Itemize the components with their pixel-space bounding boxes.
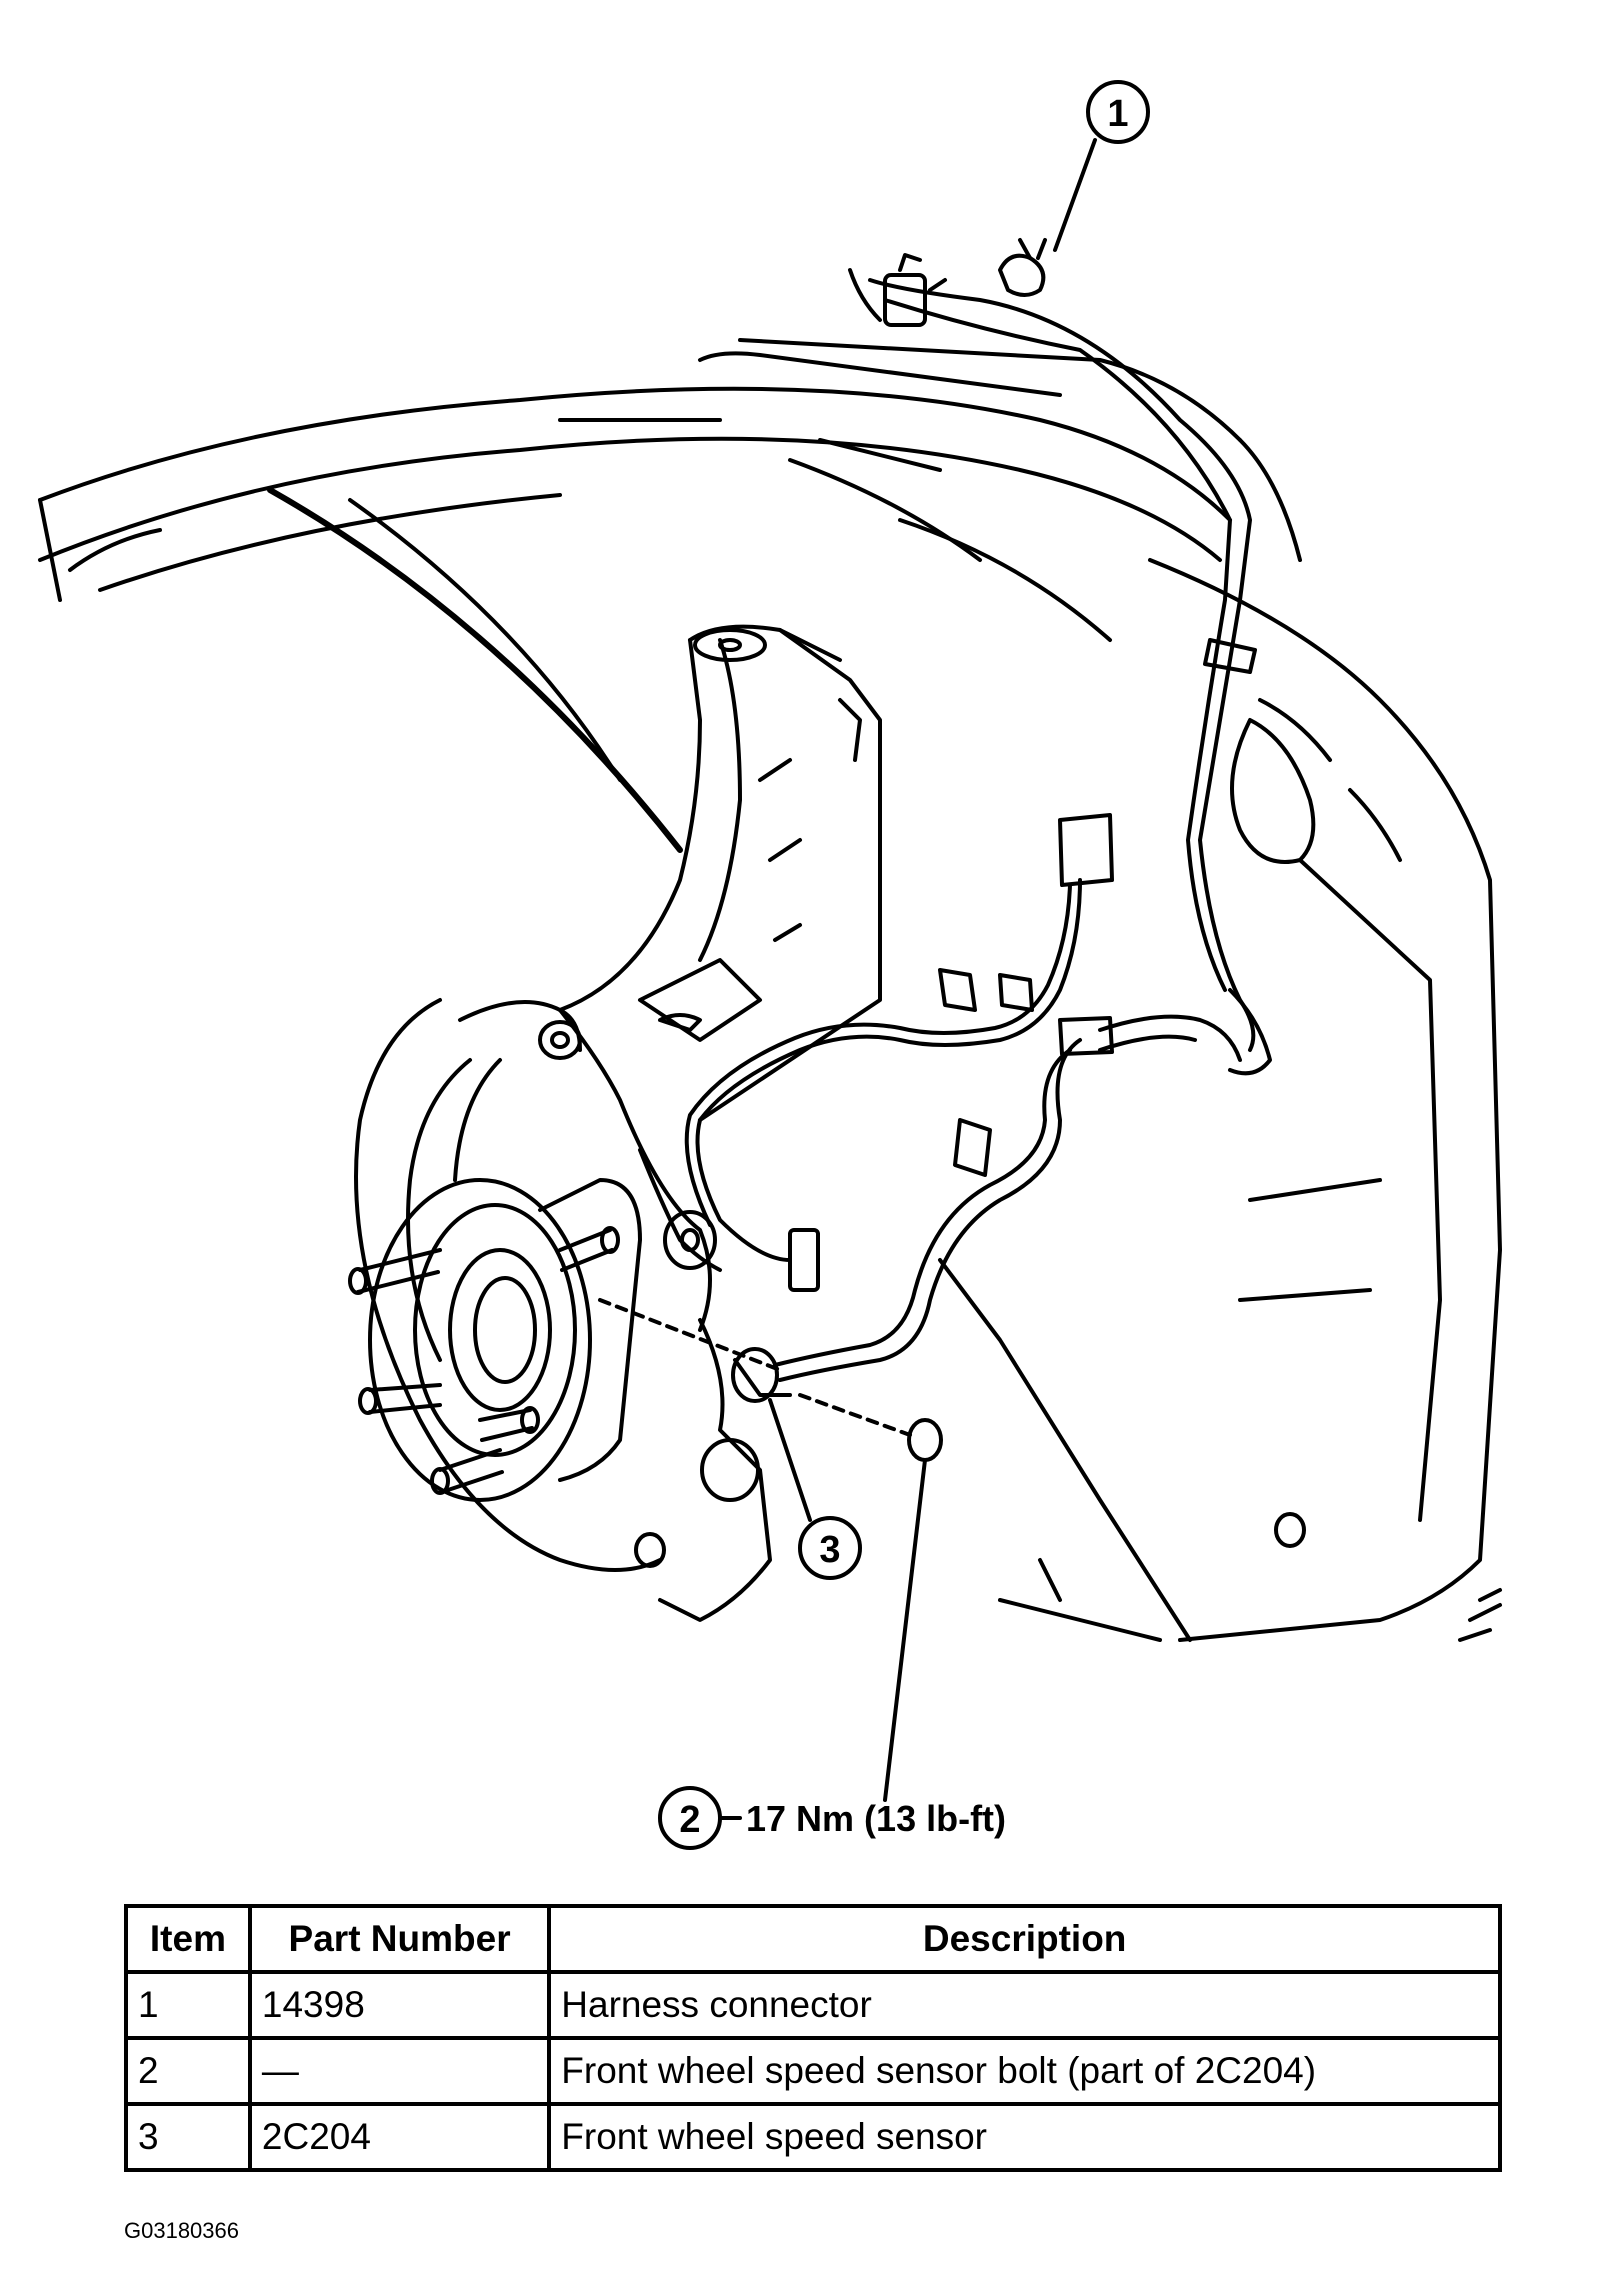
cell-description: Harness connector [547,1970,1502,2040]
cell-part-number: 14398 [247,1970,552,2040]
callout-2-label: 2 [679,1799,700,1841]
cell-description: Front wheel speed sensor bolt (part of 2… [547,2036,1502,2106]
fender-liner [38,338,1302,853]
table-header-row: Item Part Number Description [124,1904,1502,1974]
cell-description: Front wheel speed sensor [547,2102,1502,2172]
column-header-item: Item [124,1904,252,1974]
callout-3-label: 3 [819,1529,840,1571]
backing-plate [354,998,662,1572]
wheel-stud [348,1248,442,1295]
figure-id: G03180366 [124,2218,239,2243]
cell-item: 2 [124,2036,252,2106]
cell-item: 3 [124,2102,252,2172]
cell-part-number: 2C204 [247,2102,552,2172]
sensor-harness [684,238,1272,1382]
leader-line-2 [883,1458,927,1802]
callout-1-circle [1086,80,1150,144]
wheel-speed-sensor [598,1298,792,1403]
callout-1-label: 1 [1107,93,1128,135]
wheel-stud [358,1383,442,1415]
column-header-part-number: Part Number [247,1904,552,1974]
callout-3-circle [798,1516,862,1580]
leader-line-3 [768,1398,812,1522]
sensor-bolt [798,1393,943,1462]
steering-knuckle [558,624,882,1622]
column-header-description: Description [547,1904,1502,1974]
table-row: 3 2C204 Front wheel speed sensor [124,2102,1502,2172]
wheel-stud [478,1406,540,1442]
leader-line-1 [1053,138,1097,252]
wheel-stud [558,1226,620,1272]
parts-table: Item Part Number Description 1 14398 Har… [124,1904,1502,2172]
wheel-hub [348,1178,642,1502]
wheel-stud [430,1448,504,1495]
splash-shield [938,558,1502,1642]
table-row: 1 14398 Harness connector [124,1970,1502,2040]
table-row: 2 — Front wheel speed sensor bolt (part … [124,2036,1502,2106]
cell-item: 1 [124,1970,252,2040]
cell-part-number: — [247,2036,552,2106]
exploded-diagram: 1 2 17 Nm (13 lb-ft) 3 [38,80,1502,1850]
callout-2-torque-spec: 17 Nm (13 lb-ft) [746,1798,1006,1839]
